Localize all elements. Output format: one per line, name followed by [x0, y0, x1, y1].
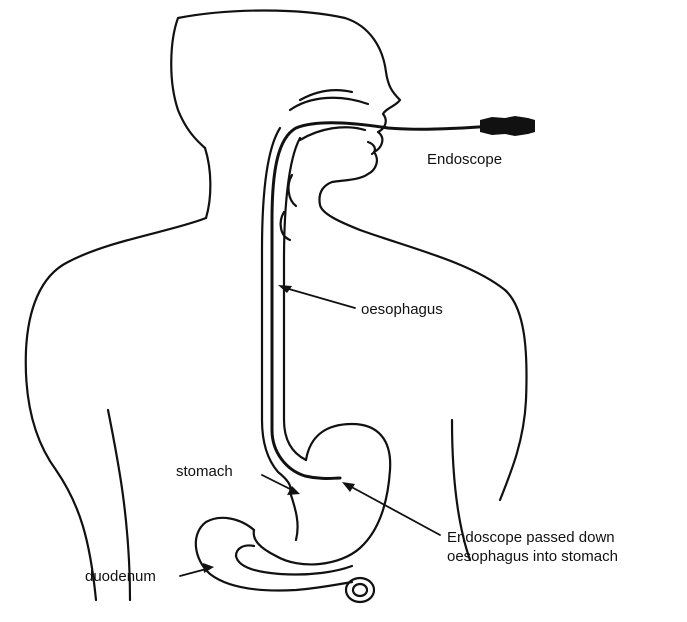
duodenum-end: [344, 576, 376, 604]
pointer-endoscope-passed: [342, 482, 441, 536]
tongue-line: [298, 126, 367, 142]
duodenum-label: duodenum: [85, 568, 156, 585]
endoscope-passed-line1: Endoscope passed down: [447, 529, 615, 546]
right-inner-arm: [450, 418, 472, 562]
neck-back: [203, 146, 212, 220]
right-shoulder-arm: [358, 228, 528, 502]
pointer-duodenum: [179, 563, 214, 577]
endoscope-passed-line2: oesophagus into stomach: [447, 548, 618, 565]
throat-detail-1: [287, 173, 298, 208]
duodenum-inner: [234, 544, 354, 576]
oesophagus-left-wall: [260, 126, 292, 494]
endoscope-label: Endoscope: [427, 151, 503, 168]
duodenum-outline: [194, 516, 354, 592]
oesophagus-right-wall: [282, 136, 308, 462]
duodenum-lumen: [351, 582, 369, 598]
stomach-outline: [252, 422, 392, 566]
stomach-inner-curve: [288, 490, 299, 542]
lip-detail: [366, 140, 377, 156]
oesophagus-label: oesophagus: [361, 301, 443, 318]
endoscope-handle: [480, 116, 535, 136]
stomach-label: stomach: [176, 463, 233, 480]
endoscope-tube: [270, 121, 495, 480]
endoscope-passed-label: Endoscope passed down oesophagus into st…: [447, 528, 618, 566]
pointer-oesophagus: [278, 285, 356, 309]
palate-line: [288, 96, 370, 112]
nasal-curve: [298, 89, 354, 102]
left-inner-arm: [106, 408, 132, 602]
pointer-stomach: [261, 474, 300, 495]
throat-detail-2: [279, 210, 292, 242]
left-shoulder-arm: [24, 216, 208, 602]
